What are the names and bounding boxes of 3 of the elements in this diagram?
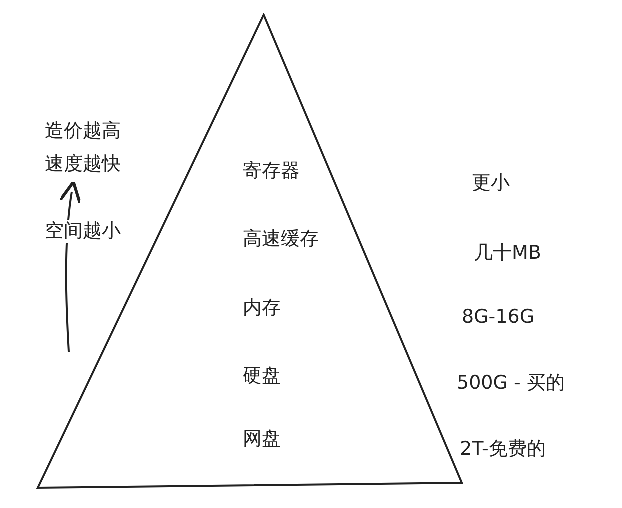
space-note: 空间越小 xyxy=(45,220,121,243)
speed-note: 速度越快 xyxy=(45,153,121,176)
cost-note: 造价越高 xyxy=(45,120,121,143)
